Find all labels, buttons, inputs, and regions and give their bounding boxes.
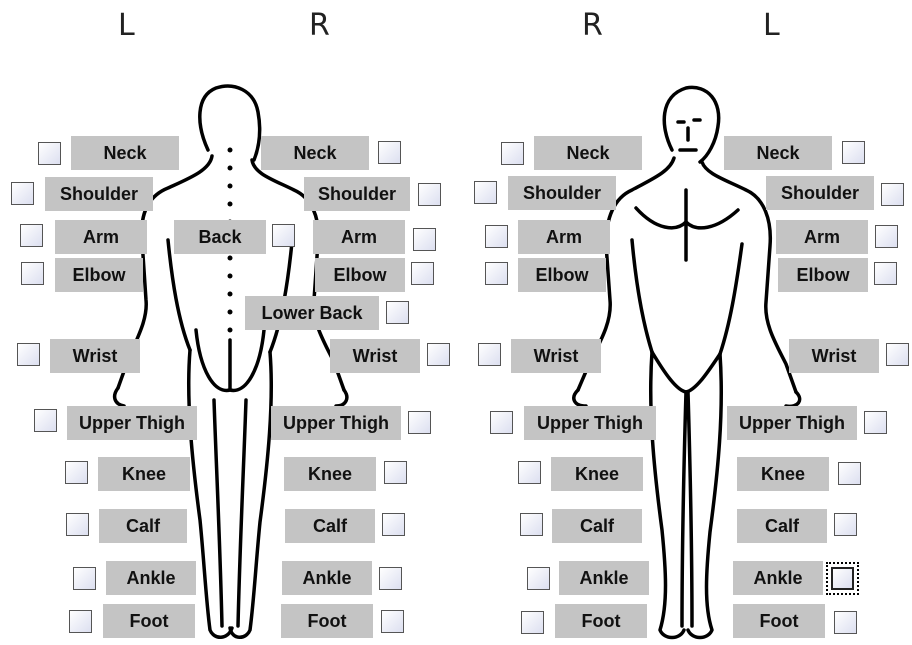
- front-left-arm-checkbox[interactable]: [875, 225, 898, 248]
- back-left-shoulder-label[interactable]: Shoulder: [45, 177, 153, 211]
- back-left-upper-thigh-checkbox[interactable]: [34, 409, 57, 432]
- front-left-ankle-label[interactable]: Ankle: [733, 561, 823, 595]
- front-right-ankle-label[interactable]: Ankle: [559, 561, 649, 595]
- back-label[interactable]: Back: [174, 220, 266, 254]
- back-right-ankle-checkbox[interactable]: [379, 567, 402, 590]
- back-left-wrist-label[interactable]: Wrist: [50, 339, 140, 373]
- front-left-ankle-checkbox[interactable]: [831, 567, 854, 590]
- back-left-arm-label[interactable]: Arm: [55, 220, 147, 254]
- back-left-elbow-checkbox[interactable]: [21, 262, 44, 285]
- back-right-foot-label[interactable]: Foot: [281, 604, 373, 638]
- back-left-neck-label[interactable]: Neck: [71, 136, 179, 170]
- front-left-knee-checkbox[interactable]: [838, 462, 861, 485]
- front-left-wrist-checkbox[interactable]: [886, 343, 909, 366]
- back-left-knee-label[interactable]: Knee: [98, 457, 190, 491]
- front-left-shoulder-checkbox[interactable]: [881, 183, 904, 206]
- front-left-neck-label[interactable]: Neck: [724, 136, 832, 170]
- front-left-elbow-checkbox[interactable]: [874, 262, 897, 285]
- back-left-knee-checkbox[interactable]: [65, 461, 88, 484]
- front-left-upper-thigh-checkbox[interactable]: [864, 411, 887, 434]
- front-right-wrist-checkbox[interactable]: [478, 343, 501, 366]
- back-right-shoulder-label[interactable]: Shoulder: [304, 177, 410, 211]
- front-right-upper-thigh-checkbox[interactable]: [490, 411, 513, 434]
- back-left-wrist-checkbox[interactable]: [17, 343, 40, 366]
- front-right-foot-label[interactable]: Foot: [555, 604, 647, 638]
- back-right-arm-checkbox[interactable]: [413, 228, 436, 251]
- back-left-elbow-label[interactable]: Elbow: [55, 258, 143, 292]
- back-right-neck-label[interactable]: Neck: [261, 136, 369, 170]
- back-left-ankle-checkbox[interactable]: [73, 567, 96, 590]
- back-right-ankle-label[interactable]: Ankle: [282, 561, 372, 595]
- front-left-calf-checkbox[interactable]: [834, 513, 857, 536]
- front-right-ankle-checkbox[interactable]: [527, 567, 550, 590]
- front-left-calf-label[interactable]: Calf: [737, 509, 827, 543]
- front-right-foot-checkbox[interactable]: [521, 611, 544, 634]
- back-left-foot-checkbox[interactable]: [69, 610, 92, 633]
- front-right-upper-thigh-label[interactable]: Upper Thigh: [524, 406, 656, 440]
- back-left-shoulder-checkbox[interactable]: [11, 182, 34, 205]
- front-left-shoulder-label[interactable]: Shoulder: [766, 176, 874, 210]
- front-right-shoulder-checkbox[interactable]: [474, 181, 497, 204]
- front-left-neck-checkbox[interactable]: [842, 141, 865, 164]
- front-left-arm-label[interactable]: Arm: [776, 220, 868, 254]
- back-right-knee-checkbox[interactable]: [384, 461, 407, 484]
- lower-back-checkbox[interactable]: [386, 301, 409, 324]
- back-left-ankle-label[interactable]: Ankle: [106, 561, 196, 595]
- back-left-upper-thigh-label[interactable]: Upper Thigh: [67, 406, 197, 440]
- back-left-foot-label[interactable]: Foot: [103, 604, 195, 638]
- front-left-foot-checkbox[interactable]: [834, 611, 857, 634]
- back-left-arm-checkbox[interactable]: [20, 224, 43, 247]
- front-right-wrist-label[interactable]: Wrist: [511, 339, 601, 373]
- front-left-foot-label[interactable]: Foot: [733, 604, 825, 638]
- front-left-upper-thigh-label[interactable]: Upper Thigh: [727, 406, 857, 440]
- back-right-wrist-checkbox[interactable]: [427, 343, 450, 366]
- back-right-upper-thigh-label[interactable]: Upper Thigh: [271, 406, 401, 440]
- back-right-shoulder-checkbox[interactable]: [418, 183, 441, 206]
- back-right-neck-checkbox[interactable]: [378, 141, 401, 164]
- front-right-neck-checkbox[interactable]: [501, 142, 524, 165]
- front-right-calf-label[interactable]: Calf: [552, 509, 642, 543]
- back-right-wrist-label[interactable]: Wrist: [330, 339, 420, 373]
- front-right-elbow-label[interactable]: Elbow: [518, 258, 606, 292]
- front-right-calf-checkbox[interactable]: [520, 513, 543, 536]
- back-left-calf-label[interactable]: Calf: [99, 509, 187, 543]
- front-right-elbow-checkbox[interactable]: [485, 262, 508, 285]
- front-right-neck-label[interactable]: Neck: [534, 136, 642, 170]
- back-right-arm-label[interactable]: Arm: [313, 220, 405, 254]
- back-right-upper-thigh-checkbox[interactable]: [408, 411, 431, 434]
- front-left-knee-label[interactable]: Knee: [737, 457, 829, 491]
- front-right-arm-label[interactable]: Arm: [518, 220, 610, 254]
- back-right-calf-checkbox[interactable]: [382, 513, 405, 536]
- front-right-knee-label[interactable]: Knee: [551, 457, 643, 491]
- back-right-calf-label[interactable]: Calf: [285, 509, 375, 543]
- back-right-elbow-checkbox[interactable]: [411, 262, 434, 285]
- back-right-knee-label[interactable]: Knee: [284, 457, 376, 491]
- back-right-elbow-label[interactable]: Elbow: [315, 258, 405, 292]
- front-left-elbow-label[interactable]: Elbow: [778, 258, 868, 292]
- back-left-calf-checkbox[interactable]: [66, 513, 89, 536]
- front-right-knee-checkbox[interactable]: [518, 461, 541, 484]
- front-right-shoulder-label[interactable]: Shoulder: [508, 176, 616, 210]
- back-right-foot-checkbox[interactable]: [381, 610, 404, 633]
- back-left-neck-checkbox[interactable]: [38, 142, 61, 165]
- front-left-wrist-label[interactable]: Wrist: [789, 339, 879, 373]
- front-right-arm-checkbox[interactable]: [485, 225, 508, 248]
- lower-back-label[interactable]: Lower Back: [245, 296, 379, 330]
- back-checkbox[interactable]: [272, 224, 295, 247]
